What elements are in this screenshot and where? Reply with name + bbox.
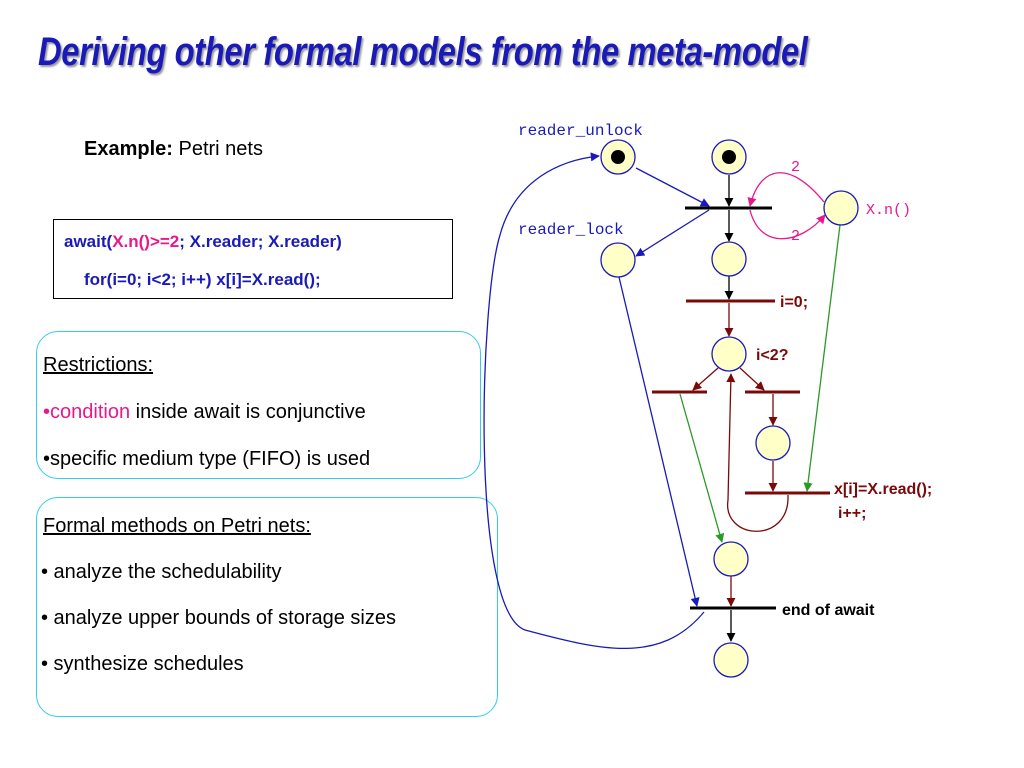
arc-unlock-to-t1 bbox=[635, 167, 710, 207]
place-final bbox=[713, 642, 749, 678]
label-weight-top: 2 bbox=[791, 159, 800, 176]
arc-cond-to-left bbox=[692, 367, 719, 391]
arc-xn-to-t1 bbox=[747, 172, 825, 207]
slide-title: Deriving other formal models from the me… bbox=[38, 30, 808, 74]
formal-methods-box: Formal methods on Petri nets: • analyze … bbox=[36, 497, 498, 717]
formal-method-item: • synthesize schedules bbox=[41, 653, 244, 675]
token-icon bbox=[611, 150, 625, 164]
label-reader-lock: reader_lock bbox=[518, 221, 624, 239]
example-text: Petri nets bbox=[178, 138, 263, 160]
restriction-condition: condition bbox=[50, 401, 131, 423]
restriction-bullet: • bbox=[43, 401, 51, 423]
arc-end-to-unlock bbox=[483, 152, 705, 649]
restriction-item-2: •specific medium type (FIFO) is used bbox=[43, 448, 371, 470]
formal-method-item: • analyze the schedulability bbox=[41, 561, 282, 583]
label-i0: i=0; bbox=[780, 294, 808, 311]
label-iinc: i++; bbox=[838, 505, 866, 522]
place-loop-condition bbox=[711, 336, 747, 372]
code-line-2: for(i=0; i<2; i++) x[i]=X.read(); bbox=[84, 270, 321, 289]
formal-methods-heading: Formal methods on Petri nets: bbox=[43, 515, 311, 537]
label-weight-bottom: 2 bbox=[791, 228, 800, 245]
place-xn bbox=[823, 190, 859, 226]
code-await-suffix: ; X.reader; X.reader) bbox=[179, 232, 342, 251]
place-loop-exit bbox=[713, 541, 749, 577]
restrictions-heading: Restrictions: bbox=[43, 354, 154, 376]
formal-method-item: • analyze upper bounds of storage sizes bbox=[41, 607, 396, 629]
code-condition: X.n()>=2 bbox=[112, 232, 180, 251]
arc-t1-to-lock bbox=[635, 209, 710, 257]
arc-xn-to-read bbox=[803, 224, 841, 492]
arc-lock-to-end bbox=[618, 276, 700, 607]
arc-t1-to-xn bbox=[749, 209, 826, 240]
place-loop-body bbox=[755, 425, 791, 461]
arc-read-loop-back bbox=[726, 373, 789, 532]
example-label: Example: bbox=[84, 138, 173, 160]
code-line-1: await(X.n()>=2; X.reader; X.reader) bbox=[64, 232, 342, 252]
example-line: Example: Petri nets bbox=[84, 138, 263, 161]
restriction-item-1-rest: inside await is conjunctive bbox=[130, 401, 366, 423]
label-xn: X.n() bbox=[866, 202, 911, 219]
label-reader-unlock: reader_unlock bbox=[518, 122, 643, 140]
arc-left-to-end-place bbox=[679, 393, 725, 543]
code-box: await(X.n()>=2; X.reader; X.reader) for(… bbox=[53, 219, 453, 299]
place-reader-lock bbox=[600, 242, 636, 278]
place-after-lock bbox=[711, 241, 747, 277]
restriction-item-1: •condition inside await is conjunctive bbox=[43, 401, 366, 424]
label-end-of-await: end of await bbox=[782, 602, 875, 619]
code-await-prefix: await( bbox=[64, 232, 113, 251]
restrictions-box: Restrictions: •condition inside await is… bbox=[36, 331, 481, 479]
arc-cond-to-right bbox=[739, 367, 765, 391]
label-ilt2: i<2? bbox=[756, 347, 788, 364]
token-icon bbox=[722, 150, 736, 164]
label-xread: x[i]=X.read(); bbox=[834, 481, 932, 498]
